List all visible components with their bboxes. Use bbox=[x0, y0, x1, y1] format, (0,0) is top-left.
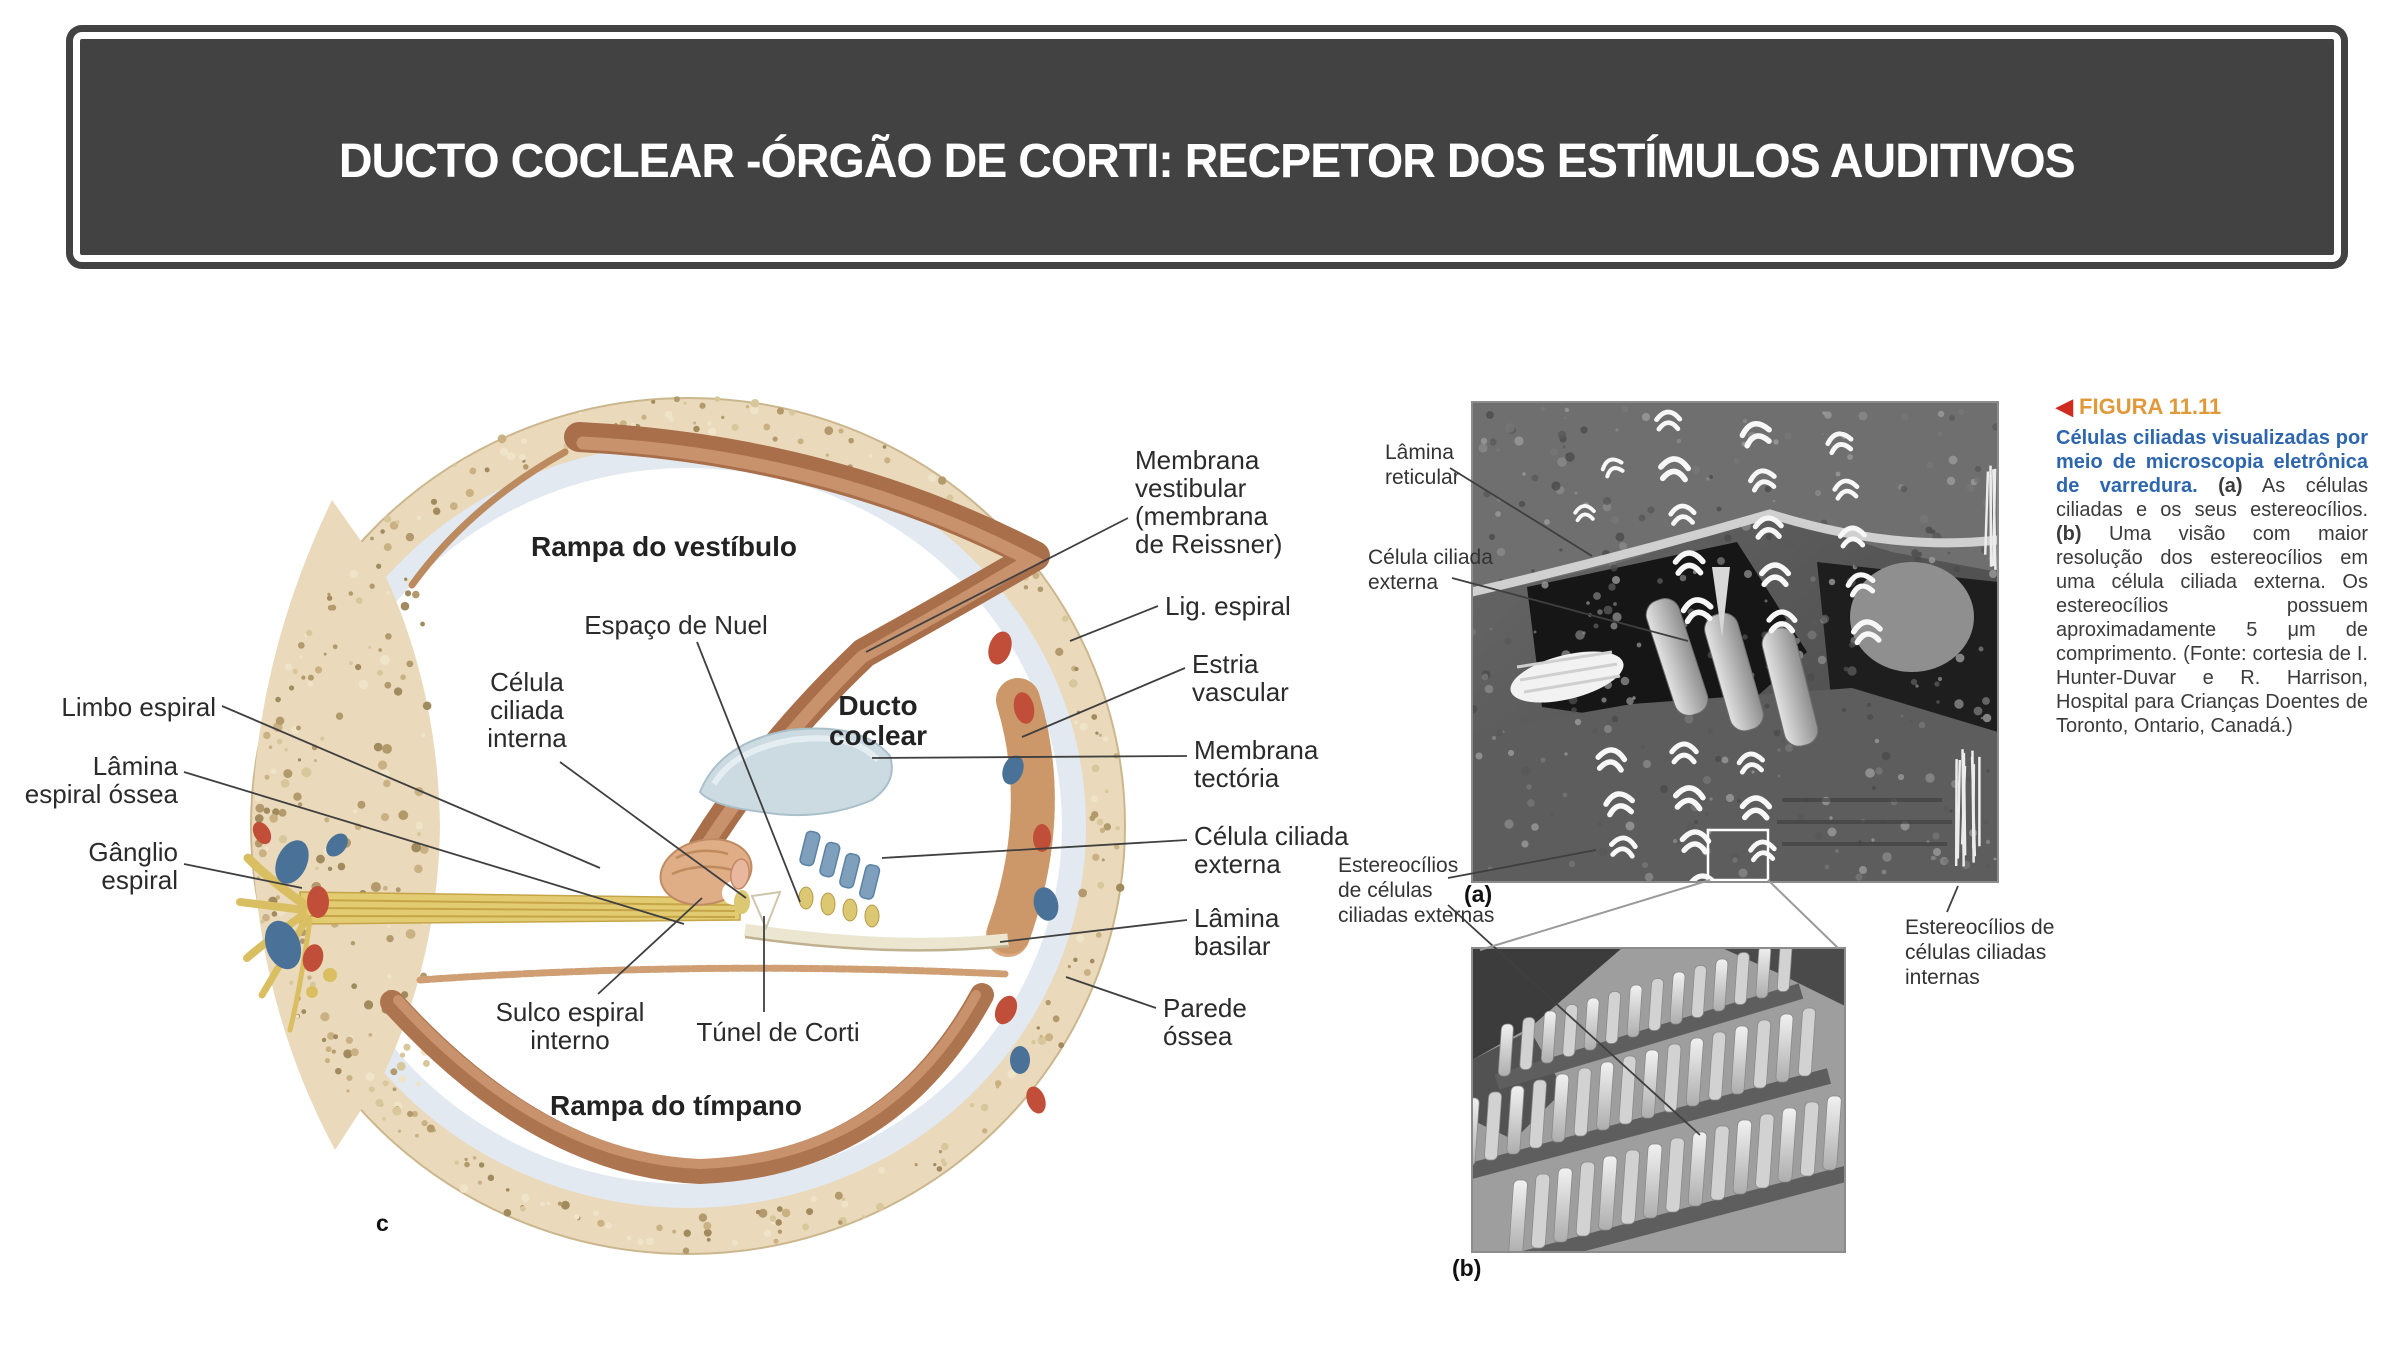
label-limbo-espiral: Limbo espiral bbox=[61, 692, 216, 722]
figure-number: FIGURA 11.11 bbox=[2079, 394, 2222, 419]
label-lamina-espiral-ossea: Lâmina espiral óssea bbox=[24, 751, 178, 809]
label-celula-ciliada-externa-diagrama: Célula ciliada externa bbox=[1194, 821, 1349, 879]
panel-letter-a: (a) bbox=[1464, 881, 1493, 907]
leader-lines bbox=[183, 467, 1959, 1136]
zoom-region-box bbox=[1706, 828, 1770, 882]
label-ganglio-espiral: Gânglio espiral bbox=[88, 837, 178, 895]
label-lamina-basilar: Lâmina basilar bbox=[1194, 903, 1280, 961]
panel-letter-b: (b) bbox=[1452, 1255, 1482, 1281]
label-lamina-reticular: Lâmina reticular bbox=[1385, 441, 1460, 489]
label-estria-vascular: Estria vascular bbox=[1192, 649, 1289, 707]
label-celula-ciliada-externa-mev: Célula ciliada externa bbox=[1368, 546, 1493, 594]
cochlea-illustration bbox=[236, 396, 1126, 1255]
caption-arrow-icon: ◀ bbox=[2056, 394, 2073, 419]
label-rampa-do-vestibulo: Rampa do vestíbulo bbox=[530, 531, 798, 562]
title-banner: DUCTO COCLEAR -ÓRGÃO DE CORTI: RECPETOR … bbox=[66, 25, 2348, 269]
label-tunel-de-corti: Túnel de Corti bbox=[696, 1017, 860, 1047]
organ-of-corti bbox=[659, 727, 893, 931]
caption-text: Células ciliadas visualizadas por meio d… bbox=[2056, 427, 2368, 737]
label-sulco-espiral-interno: Sulco espiral interno bbox=[495, 997, 645, 1055]
label-estereocilios-internas: Estereocílios de células ciliadas intern… bbox=[1905, 916, 2055, 989]
label-espaco-de-nuel: Espaço de Nuel bbox=[584, 610, 768, 640]
label-rampa-do-timpano: Rampa do tímpano bbox=[549, 1090, 803, 1121]
label-estereocilios-externas: Estereocílios de células ciliadas extern… bbox=[1338, 854, 1495, 927]
zoom-connector-lines bbox=[1479, 879, 1839, 951]
label-membrana-vestibular: Membrana vestibular (membrana de Reissne… bbox=[1135, 445, 1283, 559]
label-membrana-tectoria: Membrana tectória bbox=[1194, 735, 1319, 793]
blood-vessels bbox=[988, 631, 1059, 1114]
label-parede-ossea: Parede óssea bbox=[1163, 993, 1247, 1051]
label-ducto-coclear: Ducto coclear bbox=[828, 690, 928, 751]
slide-title: DUCTO COCLEAR -ÓRGÃO DE CORTI: RECPETOR … bbox=[339, 134, 2076, 188]
spiral-ganglion bbox=[236, 821, 348, 1033]
micrograph-a bbox=[1471, 401, 1999, 883]
label-celula-ciliada-interna: Célula ciliada interna bbox=[487, 667, 567, 753]
panel-letter-c: c bbox=[376, 1210, 389, 1236]
figure-caption: ◀ FIGURA 11.11 Células ciliadas visualiz… bbox=[2056, 394, 2368, 738]
label-lig-espiral: Lig. espiral bbox=[1165, 591, 1291, 621]
micrograph-b bbox=[1471, 947, 1846, 1253]
